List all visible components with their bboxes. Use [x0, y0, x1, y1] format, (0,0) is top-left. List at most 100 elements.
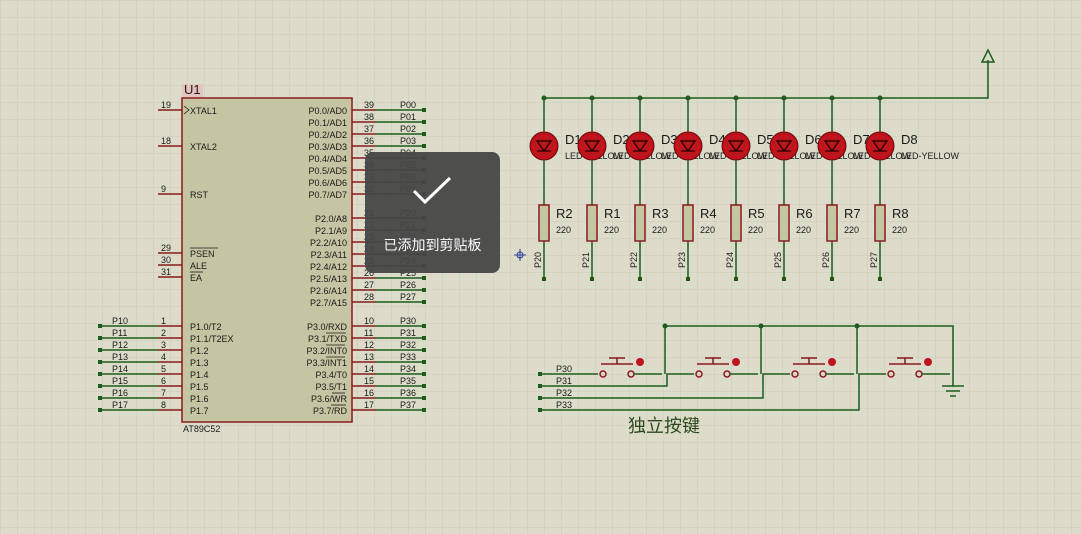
- led-icon[interactable]: [865, 131, 895, 161]
- net-terminal: [830, 277, 834, 281]
- pin-name: P3.6/WR: [311, 394, 348, 404]
- pin-number: 39: [364, 100, 374, 110]
- resistor-icon[interactable]: [778, 204, 790, 242]
- net-terminal: [422, 120, 426, 124]
- pin-number: 13: [364, 352, 374, 362]
- mcu-right-pins: 39P0.0/AD0P0038P0.1/AD1P0137P0.2/AD2P023…: [306, 100, 426, 416]
- pin-name: P2.7/A15: [310, 298, 347, 308]
- led-icon[interactable]: [769, 131, 799, 161]
- actuator: [601, 357, 633, 365]
- indicator-dot: [828, 358, 836, 366]
- resistor-icon[interactable]: [682, 204, 694, 242]
- net-terminal: [422, 108, 426, 112]
- pin-name: P2.6/A14: [310, 286, 347, 296]
- pin-name: PSEN: [190, 249, 215, 259]
- led-icon[interactable]: [529, 131, 559, 161]
- net-label: P13: [112, 352, 128, 362]
- net-terminal: [422, 384, 426, 388]
- net-terminal: [98, 408, 102, 412]
- ground-icon: [942, 385, 964, 397]
- pin-name: P1.5: [190, 382, 209, 392]
- pin-name: P2.2/A10: [310, 238, 347, 248]
- diode-symbol: [679, 140, 697, 153]
- pin-name: P2.3/A11: [311, 250, 347, 260]
- net-label: P03: [400, 136, 416, 146]
- pin-name: P1.3: [190, 358, 209, 368]
- net-label: P32: [400, 340, 416, 350]
- push-button-icon[interactable]: [887, 357, 950, 378]
- pin-number: 1: [161, 316, 166, 326]
- resistor-ref: R6: [796, 206, 813, 221]
- crosshair-icon: [514, 249, 526, 261]
- net-terminal: [782, 277, 786, 281]
- net-terminal: [422, 300, 426, 304]
- led-icon[interactable]: [817, 131, 847, 161]
- net-label: P33: [400, 352, 416, 362]
- mcu-chip-body[interactable]: [181, 97, 353, 423]
- led-icon[interactable]: [721, 131, 751, 161]
- diode-symbol: [871, 140, 889, 153]
- pin-name: P1.1/T2EX: [190, 334, 234, 344]
- junction-dot: [854, 323, 860, 329]
- wire: [540, 373, 886, 411]
- net-label: P21: [581, 252, 591, 268]
- led-ref: D4: [709, 132, 726, 147]
- led-ref: D8: [901, 132, 918, 147]
- resistor-value: 220: [892, 225, 907, 235]
- pin-number: 5: [161, 364, 166, 374]
- resistor-icon[interactable]: [634, 204, 646, 242]
- led-ref: D1: [565, 132, 582, 147]
- pin-number: 8: [161, 400, 166, 410]
- resistor-icon[interactable]: [826, 204, 838, 242]
- pin-name: XTAL2: [190, 142, 217, 152]
- actuator: [793, 357, 825, 365]
- led-icon[interactable]: [673, 131, 703, 161]
- led-ref: D7: [853, 132, 870, 147]
- key-row: P31: [538, 373, 694, 388]
- wire: [540, 373, 790, 399]
- led-ref: D6: [805, 132, 822, 147]
- net-label: P30: [400, 316, 416, 326]
- pin-name: P0.5/AD5: [308, 166, 347, 176]
- led-icon[interactable]: [577, 131, 607, 161]
- pin-name: P3.3/INT1: [306, 358, 347, 368]
- push-button-icon[interactable]: [695, 323, 764, 378]
- pin-name: P2.0/A8: [315, 214, 347, 224]
- led-ref: D5: [757, 132, 774, 147]
- resistor-icon[interactable]: [874, 204, 886, 242]
- pin-name: P3.7/RD: [313, 406, 348, 416]
- diode-symbol: [631, 140, 649, 153]
- net-label: P35: [400, 376, 416, 386]
- net-label: P24: [725, 252, 735, 268]
- net-terminal: [734, 277, 738, 281]
- resistor-icon[interactable]: [538, 204, 550, 242]
- pin-number: 2: [161, 328, 166, 338]
- actuator: [889, 357, 921, 365]
- push-button-icon[interactable]: [599, 323, 668, 378]
- push-button-icon[interactable]: [791, 323, 860, 378]
- resistor-icon[interactable]: [586, 204, 598, 242]
- clipboard-toast: 已添加到剪贴板: [365, 152, 500, 273]
- net-terminal: [590, 277, 594, 281]
- led-circuit: D1LED-YELLOWR2220P20D2LED-YELLOWR1220P21…: [514, 48, 996, 281]
- net-label: P10: [112, 316, 128, 326]
- net-terminal: [422, 288, 426, 292]
- resistor-ref: R8: [892, 206, 909, 221]
- net-label: P30: [556, 364, 572, 374]
- resistor-icon[interactable]: [730, 204, 742, 242]
- led-icon[interactable]: [625, 131, 655, 161]
